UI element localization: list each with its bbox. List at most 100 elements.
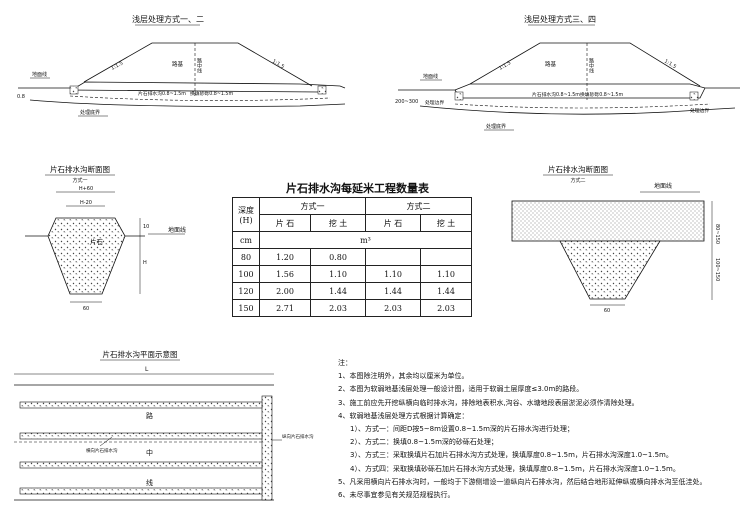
note-item: 2）、方式二：换填0.8~1.5m深的砂砾石处理； bbox=[350, 438, 498, 447]
cell: 1.44 bbox=[365, 282, 421, 300]
table-row: 120 2.00 1.44 1.44 1.44 bbox=[232, 282, 472, 300]
embankment-section-2: 浅层处理方式三、四 路基 路中线 1:1.5 1:1.5 地面线 200~300… bbox=[395, 14, 740, 131]
drain-box-1 bbox=[69, 85, 79, 95]
table-title: 片石排水沟每延米工程数量表 bbox=[286, 182, 429, 195]
trench-subtitle-2: 方式二 bbox=[570, 177, 585, 184]
cell: 150 bbox=[232, 299, 260, 317]
plan-drain-1 bbox=[19, 401, 263, 409]
cell: 0.80 bbox=[310, 248, 366, 266]
col-dig-2: 挖 土 bbox=[420, 214, 472, 232]
plan-length-label: L bbox=[145, 366, 149, 373]
dim-bottom-2: 60 bbox=[604, 308, 610, 314]
embankment-title-1: 浅层处理方式一、二 bbox=[132, 14, 204, 24]
embankment-title-2: 浅层处理方式三、四 bbox=[524, 14, 596, 24]
slope-label-1a: 1:1.5 bbox=[110, 60, 124, 71]
ground-line-2 bbox=[398, 83, 740, 91]
lower-label-1: 处理底界 bbox=[80, 109, 100, 116]
plan-drain-label: 横向片石排水沟 bbox=[86, 447, 118, 454]
lower-label-2: 处理底界 bbox=[486, 123, 506, 130]
ground-label-2: 地面线 bbox=[423, 73, 438, 80]
cell: 2.03 bbox=[420, 299, 472, 317]
note-item: 6、未尽事宜参见有关规范规程执行。 bbox=[338, 491, 455, 500]
note-item: 3、施工前应先开挖纵横向临时排水沟，排除地表积水,沟谷、水塘地段表层淤泥必须作清… bbox=[338, 398, 639, 407]
cell bbox=[365, 248, 421, 266]
center-label-1: 路中线 bbox=[196, 57, 202, 73]
slope-label-1b: 1:1.5 bbox=[271, 59, 285, 71]
cell: 2.71 bbox=[259, 299, 311, 317]
road-label-2: 路基 bbox=[545, 60, 557, 68]
note-item: 2、本图为软弱地基浅层处理一般设计图，适用于软弱土层厚度≤3.0m的路段。 bbox=[338, 385, 584, 394]
col-stone-1: 片 石 bbox=[259, 214, 311, 232]
replace-label-1: 换填砂砾0.8~1.5m bbox=[190, 90, 233, 97]
cell: 120 bbox=[232, 282, 260, 300]
col-stone-2: 片 石 bbox=[365, 214, 421, 232]
plan-road-char-2: 中 bbox=[146, 448, 153, 457]
center-label-2: 路中线 bbox=[588, 57, 594, 73]
drain-label-2: 片石排水沟0.8~1.5m bbox=[532, 91, 580, 98]
cell: 80 bbox=[232, 248, 260, 266]
ground-label-trench-1: 地面线 bbox=[168, 226, 186, 234]
trench-section-2: 片石排水沟断面图 方式二 地面线 80~150 100~150 60 bbox=[511, 164, 720, 314]
ground-label-trench-2: 地面线 bbox=[654, 182, 672, 190]
trench-fill-2 bbox=[559, 240, 661, 300]
cell: 2.00 bbox=[259, 282, 311, 300]
cell: 1.10 bbox=[420, 265, 472, 283]
note-item: 1、本图除注明外，其余均以厘米为单位。 bbox=[338, 372, 469, 381]
note-item: 4）、方式四：采取换填砂砾石加片石排水沟方式处理，换填厚度0.8~1.5m，片石… bbox=[350, 464, 680, 473]
table-row: 100 1.56 1.10 1.10 1.10 bbox=[232, 265, 472, 283]
dim-depth-top: 10 bbox=[143, 224, 149, 230]
embankment-section-1: 浅层处理方式一、二 路基 路中线 1:1.5 1:1.5 地面线 0.8 片石排… bbox=[17, 14, 346, 117]
plan-view: 片石排水沟平面示意图 L 路 中 线 横向片石排水沟 纵向片石排水沟 bbox=[14, 349, 314, 501]
road-label-1: 路基 bbox=[172, 60, 184, 68]
boundary-label-2: 处理边界 bbox=[425, 99, 444, 106]
plan-drain-2 bbox=[19, 432, 263, 440]
cell: 1.10 bbox=[365, 265, 421, 283]
unit-cm: cm bbox=[232, 231, 260, 249]
drain-label-1: 片石排水沟0.8~1.5m bbox=[138, 90, 186, 97]
trench-subtitle-1: 方式一 bbox=[72, 177, 87, 184]
note-item: 3）、方式三：采取换填片石加片石排水沟方式处理，换填厚度0.8~1.5m，片石排… bbox=[350, 451, 673, 460]
cell: 2.03 bbox=[310, 299, 366, 317]
col-dig-1: 挖 土 bbox=[310, 214, 366, 232]
trench-title-1: 片石排水沟断面图 bbox=[50, 164, 110, 174]
dim-depth-h: H bbox=[143, 260, 147, 266]
table-row: 150 2.71 2.03 2.03 2.03 bbox=[232, 299, 472, 317]
col-depth-header: 深度(H) bbox=[232, 197, 260, 232]
boundary-label-2b: 处理边界 bbox=[690, 107, 709, 114]
note-item: 5、凡采用横向片石排水沟时，一般均于下游侧增设一道纵向片石排水沟，然后结合地形延… bbox=[338, 477, 707, 486]
table-row: 80 1.20 0.80 bbox=[232, 248, 472, 266]
depth-label-1: 0.8 bbox=[17, 94, 25, 100]
note-item: 4、软弱地基浅层处理方式根据计算确定： bbox=[338, 411, 469, 420]
ground-line-1 bbox=[18, 81, 346, 89]
cell: 2.03 bbox=[365, 299, 421, 317]
drain-box-2 bbox=[454, 91, 464, 101]
cell bbox=[420, 248, 472, 266]
plan-long-drain bbox=[261, 395, 273, 501]
depth-label-2: 200~300 bbox=[395, 99, 418, 105]
replacement-layer bbox=[511, 200, 705, 242]
cell: 1.56 bbox=[259, 265, 311, 283]
ground-label-1: 地面线 bbox=[32, 71, 47, 78]
plan-drain-4 bbox=[19, 487, 263, 495]
plan-road-char-1: 路 bbox=[146, 411, 153, 420]
cell: 1.44 bbox=[310, 282, 366, 300]
dim-top-width: H+60 bbox=[79, 186, 93, 192]
dim-layer-depth: 80~150 bbox=[714, 224, 720, 244]
col-mode2-header: 方式二 bbox=[365, 197, 472, 215]
embankment-outline-2 bbox=[469, 42, 701, 87]
plan-title: 片石排水沟平面示意图 bbox=[103, 349, 178, 359]
dim-trench-depth: 100~150 bbox=[714, 258, 720, 281]
cell: 1.10 bbox=[310, 265, 366, 283]
dim-inner-width: H-20 bbox=[80, 200, 92, 206]
plan-drain-3 bbox=[19, 461, 263, 469]
dim-bottom-1: 60 bbox=[83, 306, 89, 312]
trench-title-2: 片石排水沟断面图 bbox=[548, 164, 608, 174]
cell: 100 bbox=[232, 265, 260, 283]
cell: 1.44 bbox=[420, 282, 472, 300]
trench-section-1: 片石排水沟断面图 方式一 H+60 H-20 片石 地面线 10 H 60 bbox=[25, 164, 186, 312]
col-mode1-header: 方式一 bbox=[259, 197, 366, 215]
plan-road-char-3: 线 bbox=[146, 478, 153, 487]
fill-label-1: 片石 bbox=[90, 237, 104, 246]
plan-long-drain-label: 纵向片石排水沟 bbox=[282, 433, 314, 440]
